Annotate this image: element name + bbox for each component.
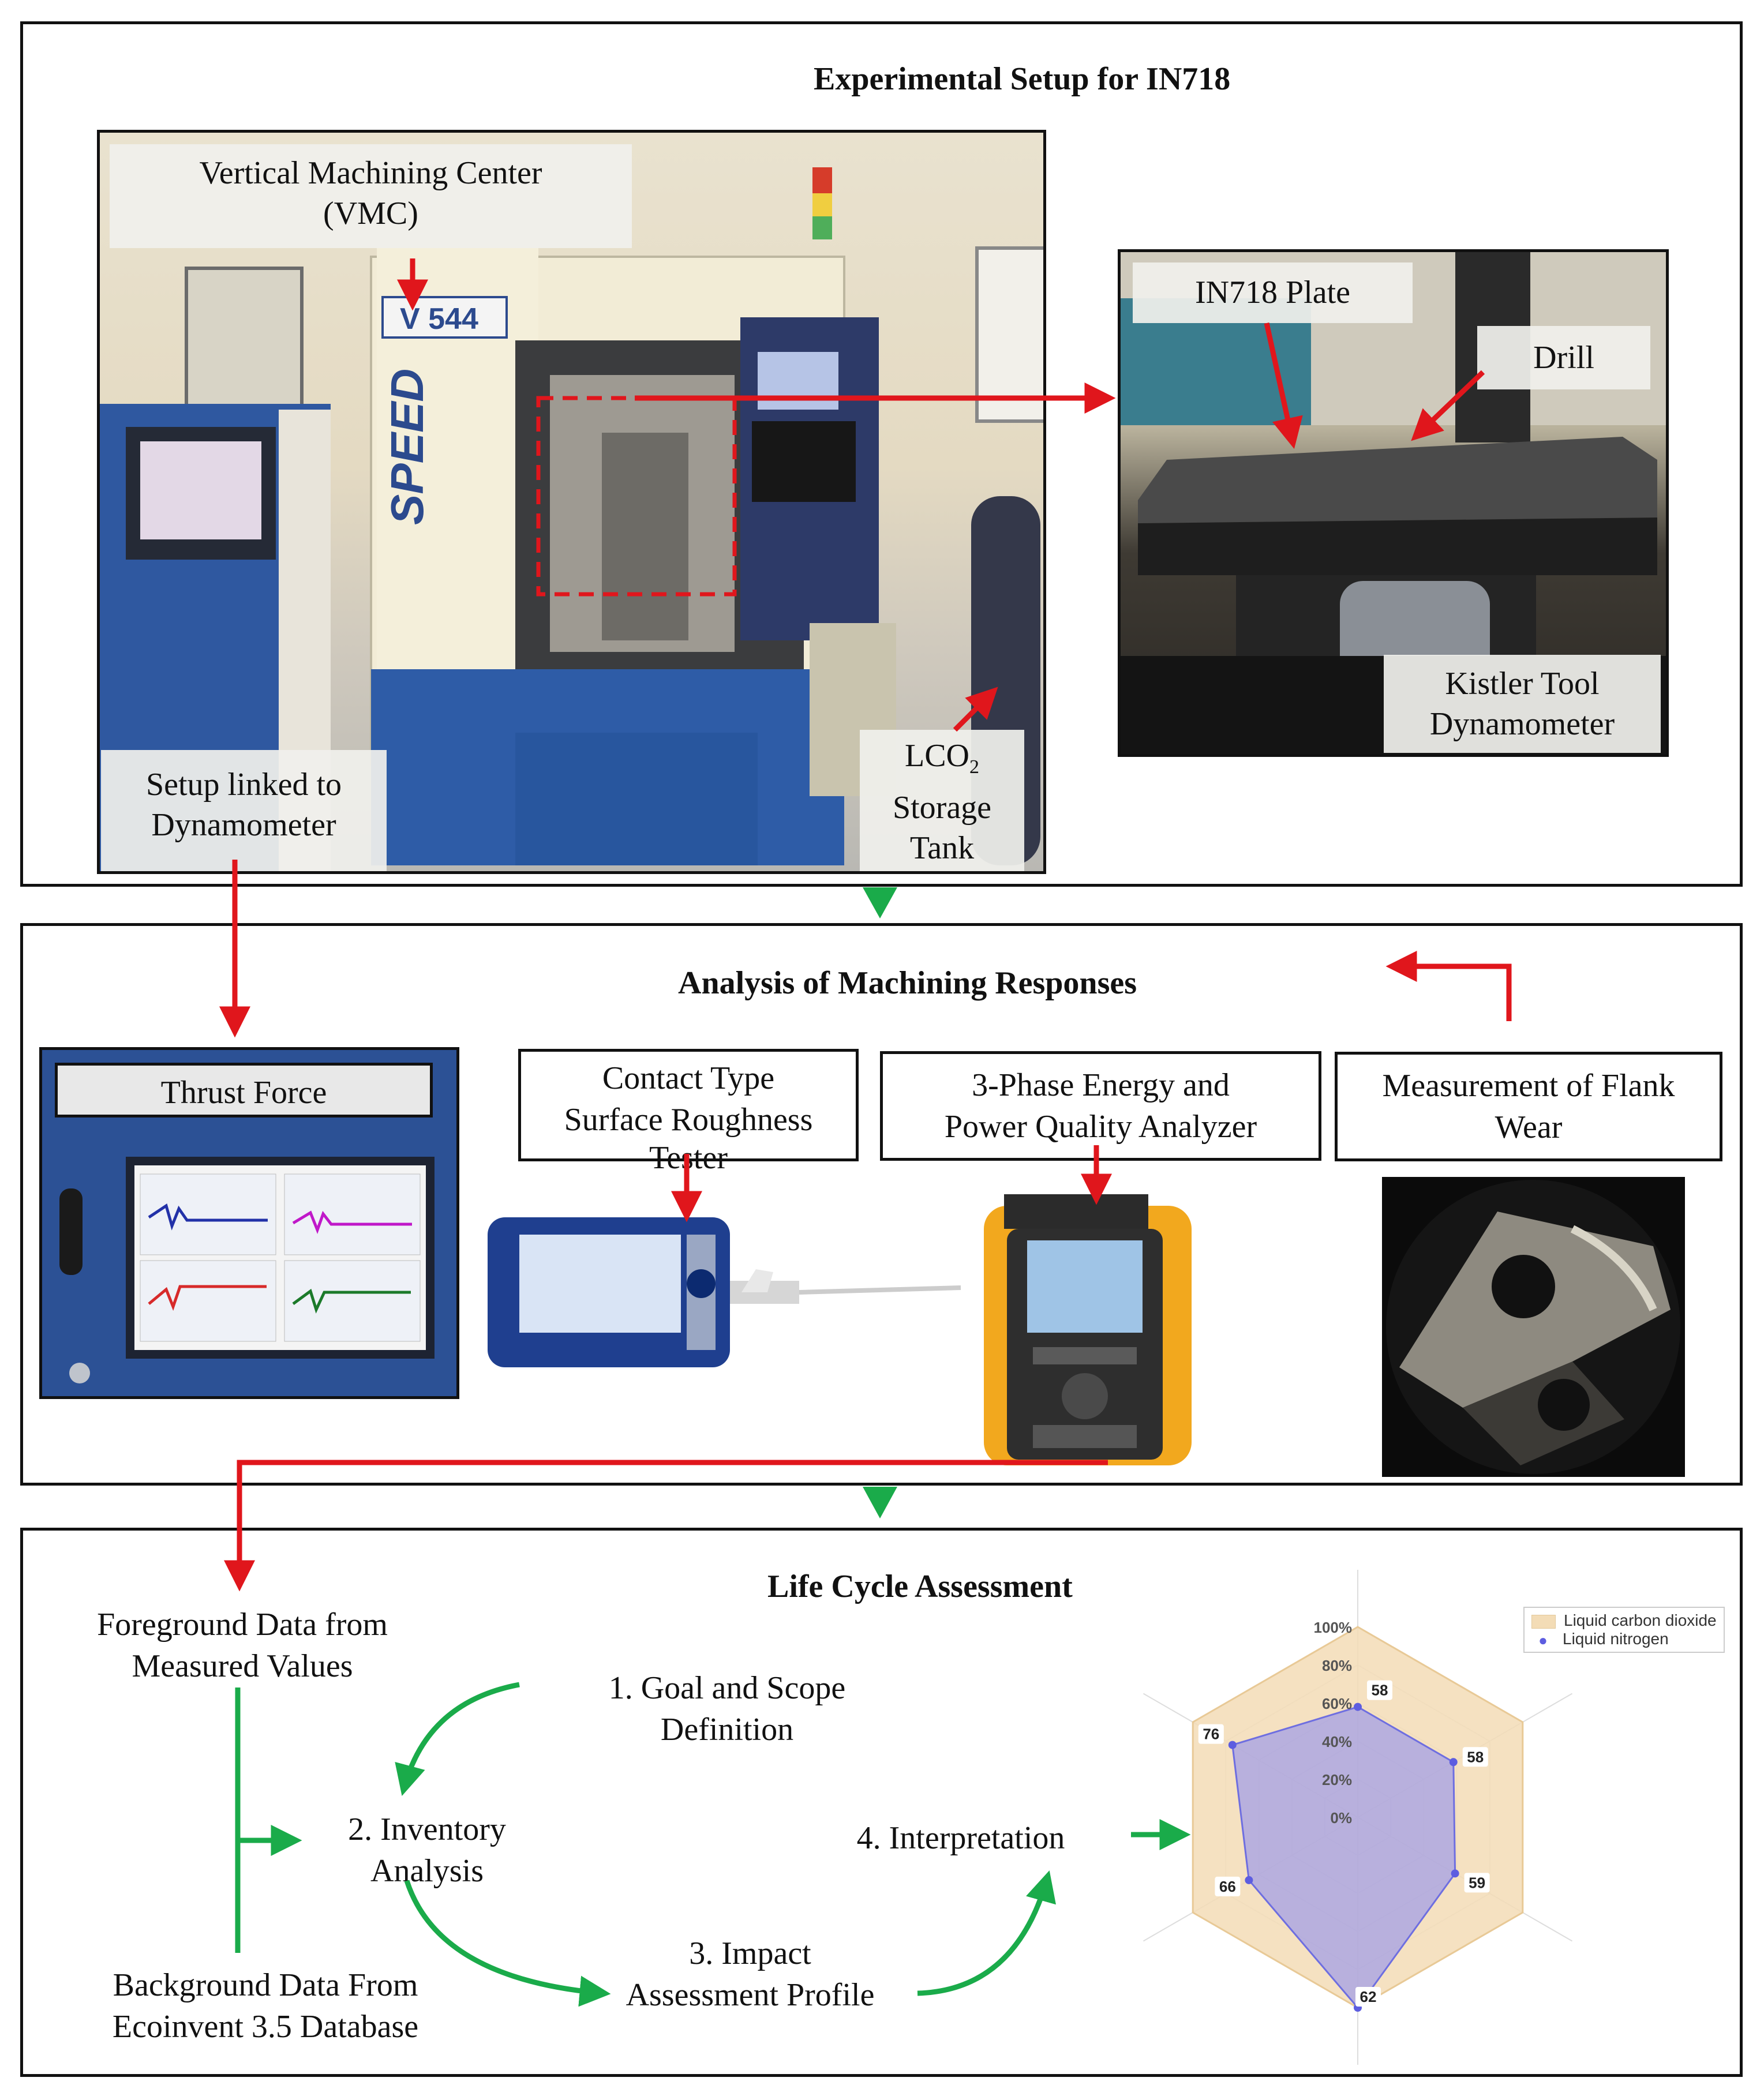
setup-title: Experimental Setup for IN718 — [814, 61, 1231, 97]
drill-label: Drill — [1477, 326, 1650, 389]
arrow-panel2-to-3 — [863, 1487, 897, 1518]
roughness-line2: Surface Roughness — [564, 1102, 813, 1138]
legend-item-co2: Liquid carbon dioxide — [1531, 1611, 1717, 1630]
foreground-line1: Foreground Data from — [97, 1607, 388, 1642]
thrust-force-photo — [39, 1047, 459, 1399]
foreground-data: Foreground Data from Measured Values — [66, 1604, 418, 1687]
legend-swatch-n2: ● — [1538, 1631, 1548, 1649]
flank-line1: Measurement of Flank — [1382, 1068, 1675, 1104]
vmc-photo-art: V 544 SPEED — [100, 167, 1043, 871]
kistler-line2: Dynamometer — [1429, 706, 1615, 742]
background-line2: Ecoinvent 3.5 Database — [112, 2009, 419, 2045]
setup-linked-line1: Setup linked to — [145, 767, 342, 802]
step-interpretation: 4. Interpretation — [856, 1820, 1065, 1856]
roughness-line1: Contact Type — [602, 1060, 775, 1096]
machine-brand: SPEED — [381, 369, 433, 525]
flank-line2: Wear — [1495, 1109, 1563, 1145]
in718-plate-label: IN718 Plate — [1133, 262, 1413, 323]
analysis-title: Analysis of Machining Responses — [678, 965, 1137, 1001]
kistler-line1: Kistler Tool — [1445, 666, 1600, 702]
arrow-panel1-to-2 — [863, 887, 897, 918]
step-goal-scope: 1. Goal and Scope Definition — [571, 1667, 883, 1750]
lco2-label: LCO2 Storage Tank — [860, 730, 1024, 871]
step2-line2: Analysis — [370, 1853, 484, 1889]
vmc-label: Vertical Machining Center (VMC) — [110, 144, 632, 248]
step-impact-assessment: 3. Impact Assessment Profile — [606, 1933, 894, 2016]
step2-line1: 2. Inventory — [348, 1812, 506, 1847]
setup-linked-label: Setup linked to Dynamometer — [101, 750, 387, 871]
vmc-label-line1: Vertical Machining Center — [199, 155, 542, 191]
roughness-line3: Tester — [649, 1140, 728, 1176]
radar-legend: Liquid carbon dioxide ●Liquid nitrogen — [1523, 1607, 1725, 1653]
flank-wear-photo — [1382, 1177, 1685, 1477]
machine-model: V 544 — [400, 302, 478, 336]
legend-swatch-co2 — [1531, 1614, 1556, 1629]
foreground-line2: Measured Values — [132, 1648, 353, 1684]
roughness-label: Contact Type Surface Roughness Tester — [518, 1049, 859, 1176]
vmc-label-line2: (VMC) — [323, 196, 418, 231]
step3-line2: Assessment Profile — [626, 1977, 875, 2013]
background-line1: Background Data From — [113, 1967, 418, 2003]
analyzer-line2: Power Quality Analyzer — [944, 1109, 1257, 1145]
analyzer-label: 3-Phase Energy and Power Quality Analyze… — [880, 1051, 1321, 1161]
analyzer-line1: 3-Phase Energy and — [972, 1067, 1230, 1103]
lca-title: Life Cycle Assessment — [767, 1569, 1073, 1604]
step-inventory-analysis: 2. Inventory Analysis — [320, 1809, 534, 1892]
background-data: Background Data From Ecoinvent 3.5 Datab… — [81, 1964, 450, 2047]
step3-line1: 3. Impact — [689, 1936, 811, 1971]
flank-wear-label: Measurement of Flank Wear — [1335, 1052, 1722, 1161]
step1-line1: 1. Goal and Scope — [608, 1670, 846, 1706]
flank-wear-art — [1386, 1180, 1680, 1474]
step1-line2: Definition — [660, 1712, 794, 1747]
lco2-line3: Tank — [909, 830, 975, 867]
legend-item-n2: ●Liquid nitrogen — [1531, 1630, 1717, 1648]
lco2-line1: LCO2 — [905, 738, 979, 778]
kistler-label: Kistler Tool Dynamometer — [1384, 655, 1661, 753]
thrust-force-label: Thrust Force — [55, 1063, 433, 1118]
thrust-force-art — [59, 1157, 435, 1383]
setup-linked-line2: Dynamometer — [151, 807, 336, 843]
lco2-line2: Storage — [892, 790, 992, 826]
